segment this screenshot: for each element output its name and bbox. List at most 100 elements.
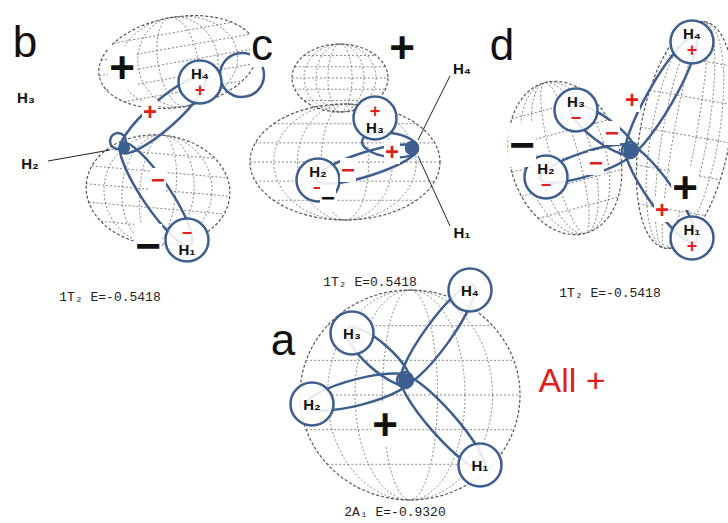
atom-label: H₃ bbox=[343, 326, 361, 341]
hydrogen-circle: H₃ bbox=[329, 310, 375, 356]
hydrogen-content: H₃ bbox=[329, 310, 375, 356]
lobe-sign: + bbox=[671, 166, 699, 210]
mesh-lobe bbox=[300, 290, 520, 500]
mesh-lobe bbox=[250, 104, 440, 220]
mesh-parallel bbox=[304, 55, 376, 56]
leader-line bbox=[48, 150, 110, 161]
mesh-parallel bbox=[274, 200, 417, 201]
hydrogen-content: H₁ bbox=[457, 442, 503, 488]
phase-sign: + bbox=[195, 81, 206, 99]
atom-label: H₂ bbox=[20, 156, 40, 171]
mesh-parallel bbox=[292, 78, 388, 79]
hydrogen-content: H₄+ bbox=[669, 19, 715, 65]
hydrogen-outline bbox=[291, 383, 334, 426]
phase-sign: − bbox=[588, 151, 604, 175]
orbital-caption: 1T₂ E=-0.5418 bbox=[58, 291, 161, 304]
lobe-sign: − bbox=[134, 224, 162, 268]
mesh-outline bbox=[250, 104, 440, 220]
atom-circle bbox=[397, 372, 413, 388]
lobe-sign: + bbox=[108, 46, 136, 90]
panel-letter: a bbox=[270, 318, 296, 362]
hydrogen-content: −H₁ bbox=[164, 217, 210, 263]
atom-label: H₃ bbox=[16, 90, 36, 105]
lobe-sign: + bbox=[388, 26, 416, 70]
mesh-parallel bbox=[89, 202, 224, 214]
hydrogen-circle: +H₃ bbox=[352, 95, 398, 141]
leader-line bbox=[418, 76, 450, 140]
mesh-outline bbox=[300, 290, 520, 500]
atom-label: H₄ bbox=[461, 283, 479, 298]
hydrogen-outline bbox=[671, 21, 714, 64]
hydrogen-circle: H₄+ bbox=[177, 59, 223, 105]
mesh-parallel bbox=[306, 360, 514, 361]
atom-circle bbox=[406, 142, 418, 154]
panel-letter: d bbox=[489, 23, 515, 67]
hydrogen-content: H₁+ bbox=[669, 215, 715, 261]
lobe-sign: − bbox=[320, 186, 336, 210]
orbital-mesh bbox=[81, 4, 728, 500]
phase-sign: − bbox=[340, 158, 356, 182]
mesh-parallel bbox=[538, 197, 618, 218]
hydrogen-content: H₄ bbox=[447, 267, 493, 313]
phase-sign: + bbox=[370, 102, 381, 120]
hydrogen-outline bbox=[354, 97, 397, 140]
carbon-center bbox=[120, 143, 130, 153]
hydrogen-circle: H₄+ bbox=[669, 19, 715, 65]
hydrogen-content: H₃− bbox=[553, 87, 599, 133]
atom-label: H₁ bbox=[178, 242, 195, 257]
atom-label: H₁ bbox=[471, 458, 488, 473]
atom-circle bbox=[622, 142, 638, 158]
mesh-parallel bbox=[114, 22, 232, 43]
hydrogen-circle: H₃− bbox=[553, 87, 599, 133]
orbital-caption: 2A₁ E=-0.9320 bbox=[343, 506, 446, 519]
leader-line bbox=[418, 156, 450, 226]
atom-label: H₁ bbox=[452, 225, 471, 240]
bond-lobe bbox=[391, 367, 493, 478]
atom-label: H₂ bbox=[537, 161, 555, 176]
orbital-caption: 1T₂ E=-0.5418 bbox=[558, 287, 661, 300]
carbon-center bbox=[400, 375, 410, 385]
hydrogen-circle: H₄ bbox=[447, 267, 493, 313]
hydrogen-circle: H₁+ bbox=[669, 215, 715, 261]
mesh-parallel bbox=[295, 66, 386, 67]
bond-lobe bbox=[616, 30, 707, 161]
mesh-parallel bbox=[295, 89, 386, 90]
atom-label: H₃ bbox=[366, 120, 384, 135]
atom-label: H₂ bbox=[309, 164, 327, 179]
mesh-outline bbox=[621, 14, 728, 256]
atom-label: H₄ bbox=[452, 61, 472, 76]
phase-sign: − bbox=[182, 224, 193, 242]
phase-sign: − bbox=[541, 176, 552, 194]
mesh-meridian bbox=[632, 16, 728, 254]
atom-label: H₄ bbox=[191, 66, 209, 81]
panel-letter: c bbox=[250, 23, 274, 67]
bond-lobe bbox=[616, 138, 706, 251]
panel-letter: b bbox=[12, 20, 38, 64]
lobe-sign: − bbox=[508, 123, 536, 167]
phase-sign: − bbox=[604, 121, 620, 145]
phase-sign: − bbox=[571, 109, 582, 127]
mesh-parallel bbox=[650, 90, 728, 105]
hydrogen-outline bbox=[671, 217, 714, 260]
bond-lobe bbox=[339, 319, 418, 393]
orbital-caption: 1T₂ E=0.5418 bbox=[322, 276, 418, 289]
phase-sign: + bbox=[654, 198, 670, 222]
phase-sign: + bbox=[142, 100, 158, 124]
hydrogen-content: +H₃ bbox=[352, 95, 398, 141]
phase-sign: − bbox=[150, 168, 166, 192]
hydrogen-content: H₂ bbox=[289, 381, 335, 427]
mesh-parallel bbox=[306, 429, 514, 430]
atom-label: H₁ bbox=[683, 222, 700, 237]
phase-sign: + bbox=[624, 88, 640, 112]
hydrogen-outline bbox=[459, 444, 502, 487]
hydrogen-content: H₄+ bbox=[177, 59, 223, 105]
atom-label: H₄ bbox=[683, 26, 701, 41]
bond-outlines bbox=[110, 30, 706, 478]
hydrogen-circle: H₂ bbox=[289, 381, 335, 427]
mesh-outline bbox=[91, 4, 264, 120]
phase-sign: + bbox=[687, 237, 698, 255]
phase-sign: + bbox=[384, 140, 400, 164]
phase-sign: + bbox=[687, 41, 698, 59]
atom-label: H₂ bbox=[303, 397, 321, 412]
